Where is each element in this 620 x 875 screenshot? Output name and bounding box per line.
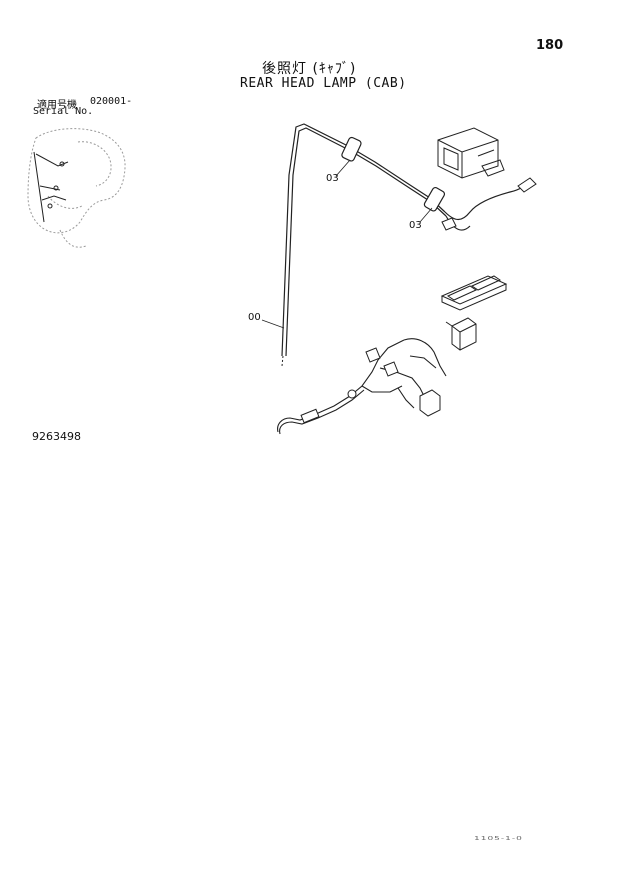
leader-lines [261, 159, 433, 329]
serial-number: 020001- [90, 96, 133, 107]
drawing-number: 9263498 [32, 430, 81, 443]
inline-connector [300, 389, 357, 424]
connector-end-upper [441, 177, 537, 231]
page-title-japanese: 後照灯 (ｷｬﾌﾞ) [262, 61, 357, 77]
switch-body [445, 317, 477, 351]
locator-detail [33, 151, 69, 223]
footer-code: 1105-1-0 [474, 836, 523, 842]
switch-panel [440, 275, 508, 311]
page-number: 180 [536, 38, 564, 53]
relay-block [365, 347, 441, 417]
serial-label-japanese: 適用号機 [37, 100, 77, 111]
lower-harness [277, 338, 447, 435]
upper-harness [281, 123, 533, 357]
clamp-03-lower [423, 186, 446, 212]
page-title: REAR HEAD LAMP (CAB) [240, 76, 407, 91]
locator-thumbnail [27, 128, 126, 248]
serial-label: Serial No. [33, 106, 94, 117]
callout-label: 03 [326, 173, 339, 184]
harness-dash [281, 355, 284, 367]
clamp-03-upper [341, 136, 362, 162]
callout-label: 03 [409, 220, 422, 231]
rear-lamp-housing [437, 127, 505, 179]
callout-label: 00 [248, 312, 261, 323]
